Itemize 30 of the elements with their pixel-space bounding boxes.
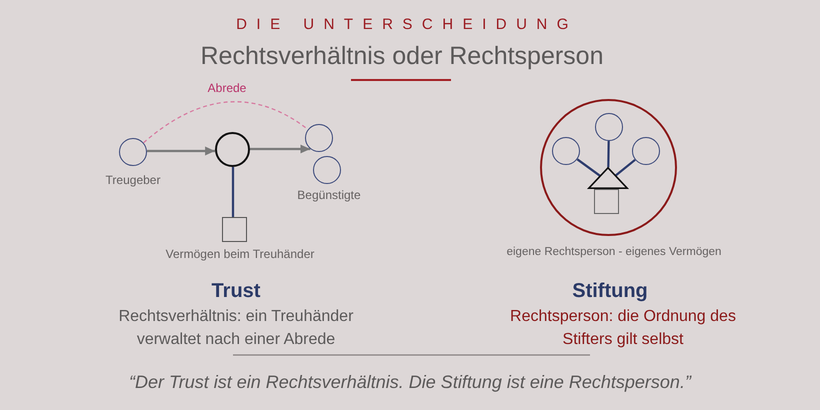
subtitle: Rechtsverhältnis oder Rechtsperson bbox=[200, 41, 604, 71]
triangle-node bbox=[588, 167, 628, 189]
connector-line bbox=[576, 158, 601, 177]
circle-node bbox=[632, 137, 660, 165]
circle-node bbox=[119, 138, 147, 166]
dashed-arc bbox=[143, 101, 308, 144]
square-node bbox=[594, 189, 619, 214]
node-caption: Treugeber bbox=[106, 173, 160, 188]
arrow bbox=[147, 146, 216, 156]
square-node bbox=[222, 217, 247, 242]
arrow bbox=[250, 144, 310, 154]
node-caption: Vermögen beim Treuhänder bbox=[166, 247, 314, 262]
large-circle-frame bbox=[540, 99, 677, 236]
node-caption: eigene Rechtsperson - eigenes Vermögen bbox=[506, 246, 722, 260]
description-text: Rechtsverhältnis: ein Treuhänder verwaltet nach einer Abrede bbox=[118, 307, 354, 350]
node-caption: Begünstigte bbox=[297, 188, 361, 202]
circle-node bbox=[305, 124, 333, 152]
description-text: Rechtsperson: die Ordnung des Stifters gilt selbst bbox=[509, 307, 737, 350]
circle-node bbox=[552, 137, 580, 165]
circle-node bbox=[595, 113, 623, 141]
title: DIE UNTERSCHEIDUNG bbox=[236, 16, 578, 34]
connector-line bbox=[607, 140, 610, 168]
bold-circle-node bbox=[215, 132, 250, 167]
edge-label: Abrede bbox=[206, 81, 248, 96]
quote-caption: “Der Trust ist ein Rechtsverhältnis. Die Stiftung ist eine Rechtsperson.” bbox=[129, 372, 691, 394]
connector-line bbox=[615, 158, 636, 176]
circle-node bbox=[313, 156, 341, 184]
connector-line bbox=[232, 167, 234, 217]
column-heading: Trust bbox=[212, 279, 260, 303]
column-heading: Stiftung bbox=[572, 279, 648, 303]
